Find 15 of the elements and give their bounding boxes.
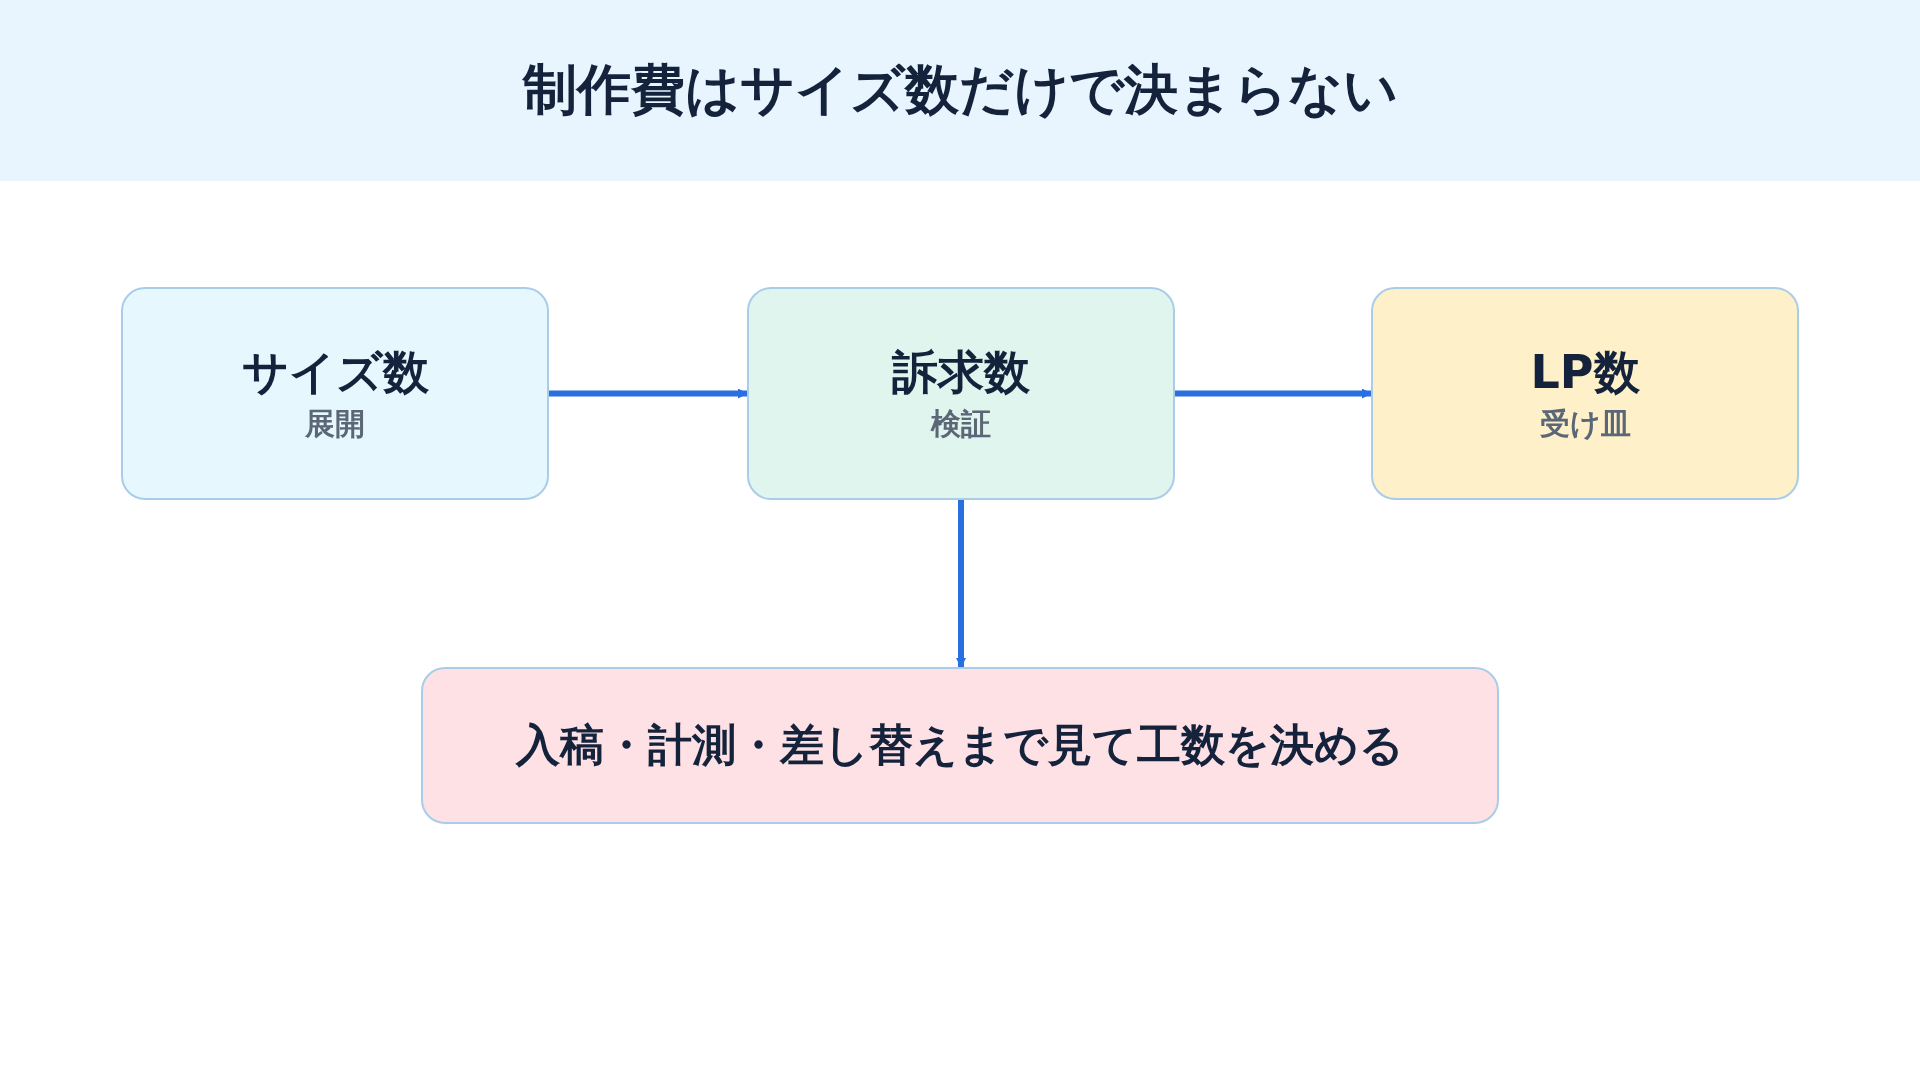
arrow: [956, 500, 966, 668]
title: 制作費はサイズ数だけで決まらない: [521, 57, 1399, 123]
process-box: [1371, 287, 1799, 500]
arrow: [549, 388, 748, 399]
box-subtitle: 検証: [931, 404, 991, 443]
arrow: [1175, 388, 1372, 399]
box-heading: サイズ数: [241, 343, 429, 400]
box-heading: 訴求数: [892, 343, 1030, 400]
process-box: [421, 667, 1499, 824]
process-box: [747, 287, 1175, 500]
box-subtitle: 受け皿: [1539, 404, 1631, 443]
box-heading: 入稿・計測・差し替えまで見て工数を決める: [516, 718, 1404, 772]
box-heading: LP数: [1530, 343, 1640, 400]
box-subtitle: 展開: [305, 404, 365, 443]
process-box: [121, 287, 549, 500]
